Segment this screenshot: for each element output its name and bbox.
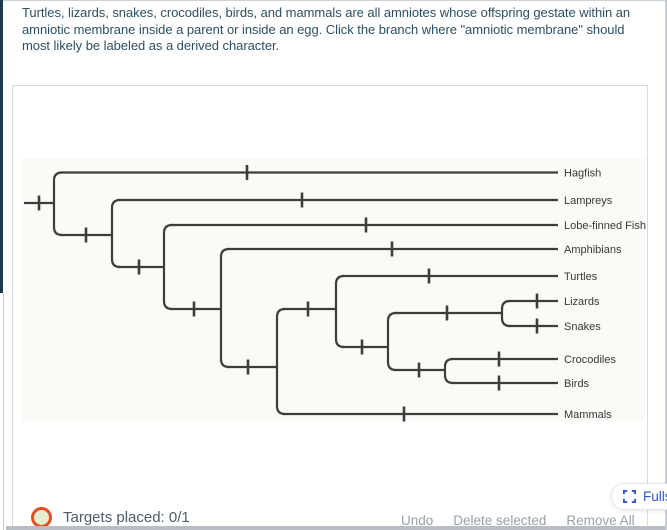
targets-status: Targets placed: 0/1	[31, 505, 190, 529]
window-right-border	[665, 0, 667, 530]
left-track-line	[3, 293, 4, 530]
node-amniote-connector	[275, 307, 286, 416]
bottom-edge-strip	[6, 526, 667, 530]
node-reptile-connector	[334, 274, 345, 349]
branch-turtles[interactable]	[342, 268, 558, 284]
taxon-label-lampreys: Lampreys	[564, 195, 613, 207]
taxon-label-lizards: Lizards	[564, 296, 600, 308]
branch-tetrapods[interactable]	[170, 301, 221, 317]
branch-root[interactable]	[24, 195, 54, 211]
branch-vertebrates[interactable]	[60, 227, 112, 243]
target-marker-icon	[31, 506, 52, 528]
branch-reptiles[interactable]	[283, 301, 336, 317]
branch-snakes[interactable]	[508, 318, 558, 334]
taxon-label-birds: Birds	[564, 378, 590, 390]
targets-placed-label: Targets placed: 0/1	[63, 508, 190, 526]
branch-archosaurs[interactable]	[394, 362, 445, 378]
delete-selected-button[interactable]: Delete selected	[453, 513, 547, 528]
fullscreen-icon	[623, 490, 636, 503]
node-vertebrate-connector	[110, 198, 121, 269]
cladogram-background	[22, 158, 645, 421]
taxon-label-lobe-finned-fish: Lobe-finned Fish	[564, 220, 646, 232]
fullscreen-label: Fullscreen	[643, 489, 667, 504]
branch-crocodiles[interactable]	[451, 351, 558, 367]
taxon-label-mammals: Mammals	[564, 409, 612, 421]
footer-actions: Undo Delete selected Remove All	[401, 513, 635, 528]
fullscreen-button[interactable]: Fullscreen	[611, 483, 667, 510]
branch-lobe-finned-fish[interactable]	[170, 217, 558, 233]
branch-birds[interactable]	[451, 375, 558, 391]
branch-diapsids[interactable]	[342, 339, 388, 355]
window-top-border	[0, 0, 667, 1]
taxon-label-snakes: Snakes	[564, 321, 601, 333]
question-line-3: most likely be labeled as a derived char…	[22, 38, 280, 53]
branch-gnathostomes[interactable]	[118, 259, 164, 275]
taxon-label-crocodiles: Crocodiles	[564, 354, 616, 366]
question-line-2: amniotic membrane inside a parent or ins…	[22, 21, 625, 37]
remove-all-button[interactable]: Remove All	[566, 513, 635, 528]
branch-amniotes[interactable]	[227, 359, 277, 375]
taxon-label-hagfish: Hagfish	[564, 168, 601, 180]
branch-hagfish[interactable]	[60, 165, 558, 180]
taxon-label-turtles: Turtles	[564, 271, 598, 283]
branch-lizards[interactable]	[508, 293, 558, 309]
undo-button[interactable]: Undo	[401, 513, 434, 528]
branch-squamates[interactable]	[394, 305, 502, 321]
branch-mammals[interactable]	[283, 406, 558, 422]
taxon-label-amphibians: Amphibians	[564, 244, 622, 256]
left-accent-bar	[0, 0, 3, 293]
branch-amphibians[interactable]	[227, 241, 558, 257]
question-line-1: Turtles, lizards, snakes, crocodiles, bi…	[22, 5, 631, 20]
question-text: Turtles, lizards, snakes, crocodiles, bi…	[22, 5, 656, 55]
node-diapsid-connector	[386, 311, 397, 372]
branch-lampreys[interactable]	[118, 192, 558, 208]
